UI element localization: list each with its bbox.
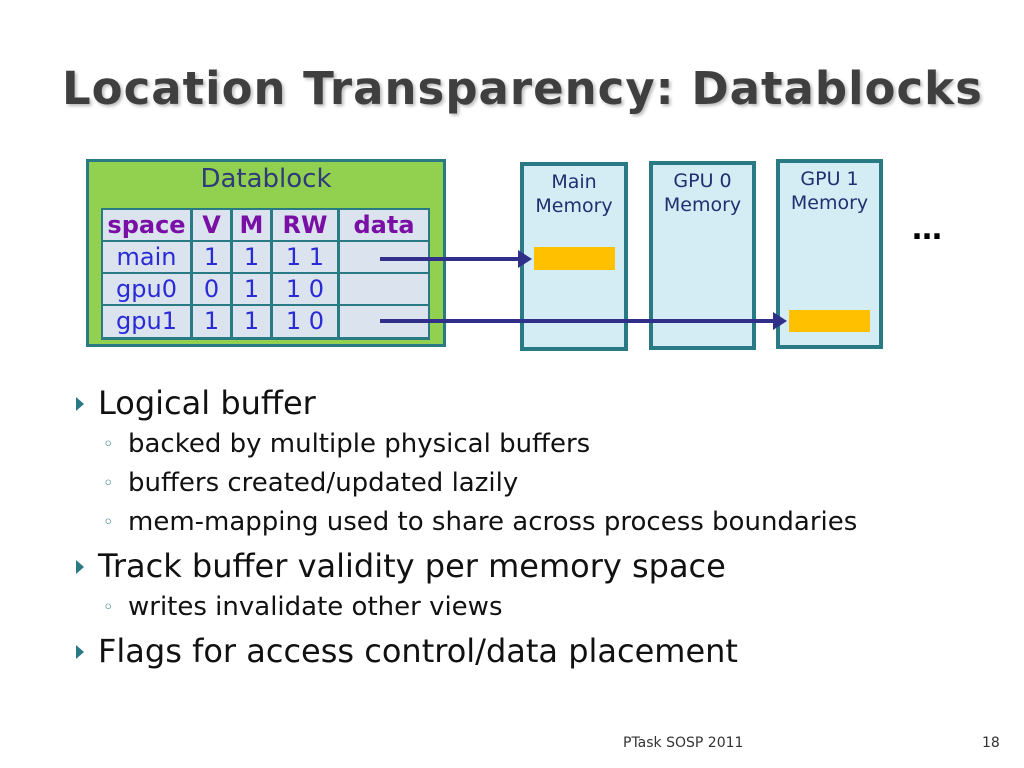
bullet-3: Flags for access control/data placement — [98, 632, 738, 670]
bullet-icon — [76, 645, 84, 659]
sub-bullet-icon: ◦ — [103, 597, 114, 618]
sub-bullet-icon: ◦ — [103, 512, 114, 533]
footer-text: PTask SOSP 2011 — [623, 735, 744, 751]
main-buffer-block — [534, 247, 615, 270]
sub-bullet-1-3: mem-mapping used to share across process… — [128, 507, 858, 537]
table-cell: main — [103, 242, 190, 272]
table-cell: gpu1 — [103, 306, 190, 337]
arrow-main-head-icon — [518, 250, 532, 268]
table-header-cell: RW — [273, 210, 337, 240]
bullet-icon — [76, 560, 84, 574]
sub-bullet-icon: ◦ — [103, 434, 114, 455]
table-cell — [340, 274, 428, 304]
gpu0-memory-box: GPU 0 Memory — [649, 161, 756, 350]
table-cell: gpu0 — [103, 274, 190, 304]
gpu1-buffer-block — [789, 310, 870, 332]
table-cell: 1 — [193, 242, 230, 272]
table-header-cell: data — [340, 210, 428, 240]
sub-bullet-1-1: backed by multiple physical buffers — [128, 429, 591, 459]
ellipsis: … — [912, 212, 942, 247]
table-cell: 1 1 — [273, 242, 337, 272]
arrow-gpu1-head-icon — [773, 312, 787, 330]
table-header-cell: space — [103, 210, 190, 240]
arrow-main-line — [380, 257, 520, 261]
page-number: 18 — [982, 735, 1000, 751]
table-cell: 1 0 — [273, 306, 337, 337]
sub-bullet-1-2: buffers created/updated lazily — [128, 468, 519, 498]
table-header-cell: V — [193, 210, 230, 240]
table-cell: 0 — [193, 274, 230, 304]
bullet-1: Logical buffer — [98, 384, 316, 422]
table-cell: 1 — [233, 306, 270, 337]
table-cell: 1 — [233, 242, 270, 272]
arrow-gpu1-line — [380, 319, 775, 323]
sub-bullet-2-1: writes invalidate other views — [128, 592, 503, 622]
bullet-2: Track buffer validity per memory space — [98, 547, 726, 585]
table-cell: 1 0 — [273, 274, 337, 304]
sub-bullet-icon: ◦ — [103, 473, 114, 494]
table-header-cell: M — [233, 210, 270, 240]
slide-title: Location Transparency: Datablocks — [62, 62, 983, 115]
table-cell: 1 — [233, 274, 270, 304]
datablock-title: Datablock — [200, 164, 332, 194]
bullet-icon — [76, 397, 84, 411]
table-cell: 1 — [193, 306, 230, 337]
